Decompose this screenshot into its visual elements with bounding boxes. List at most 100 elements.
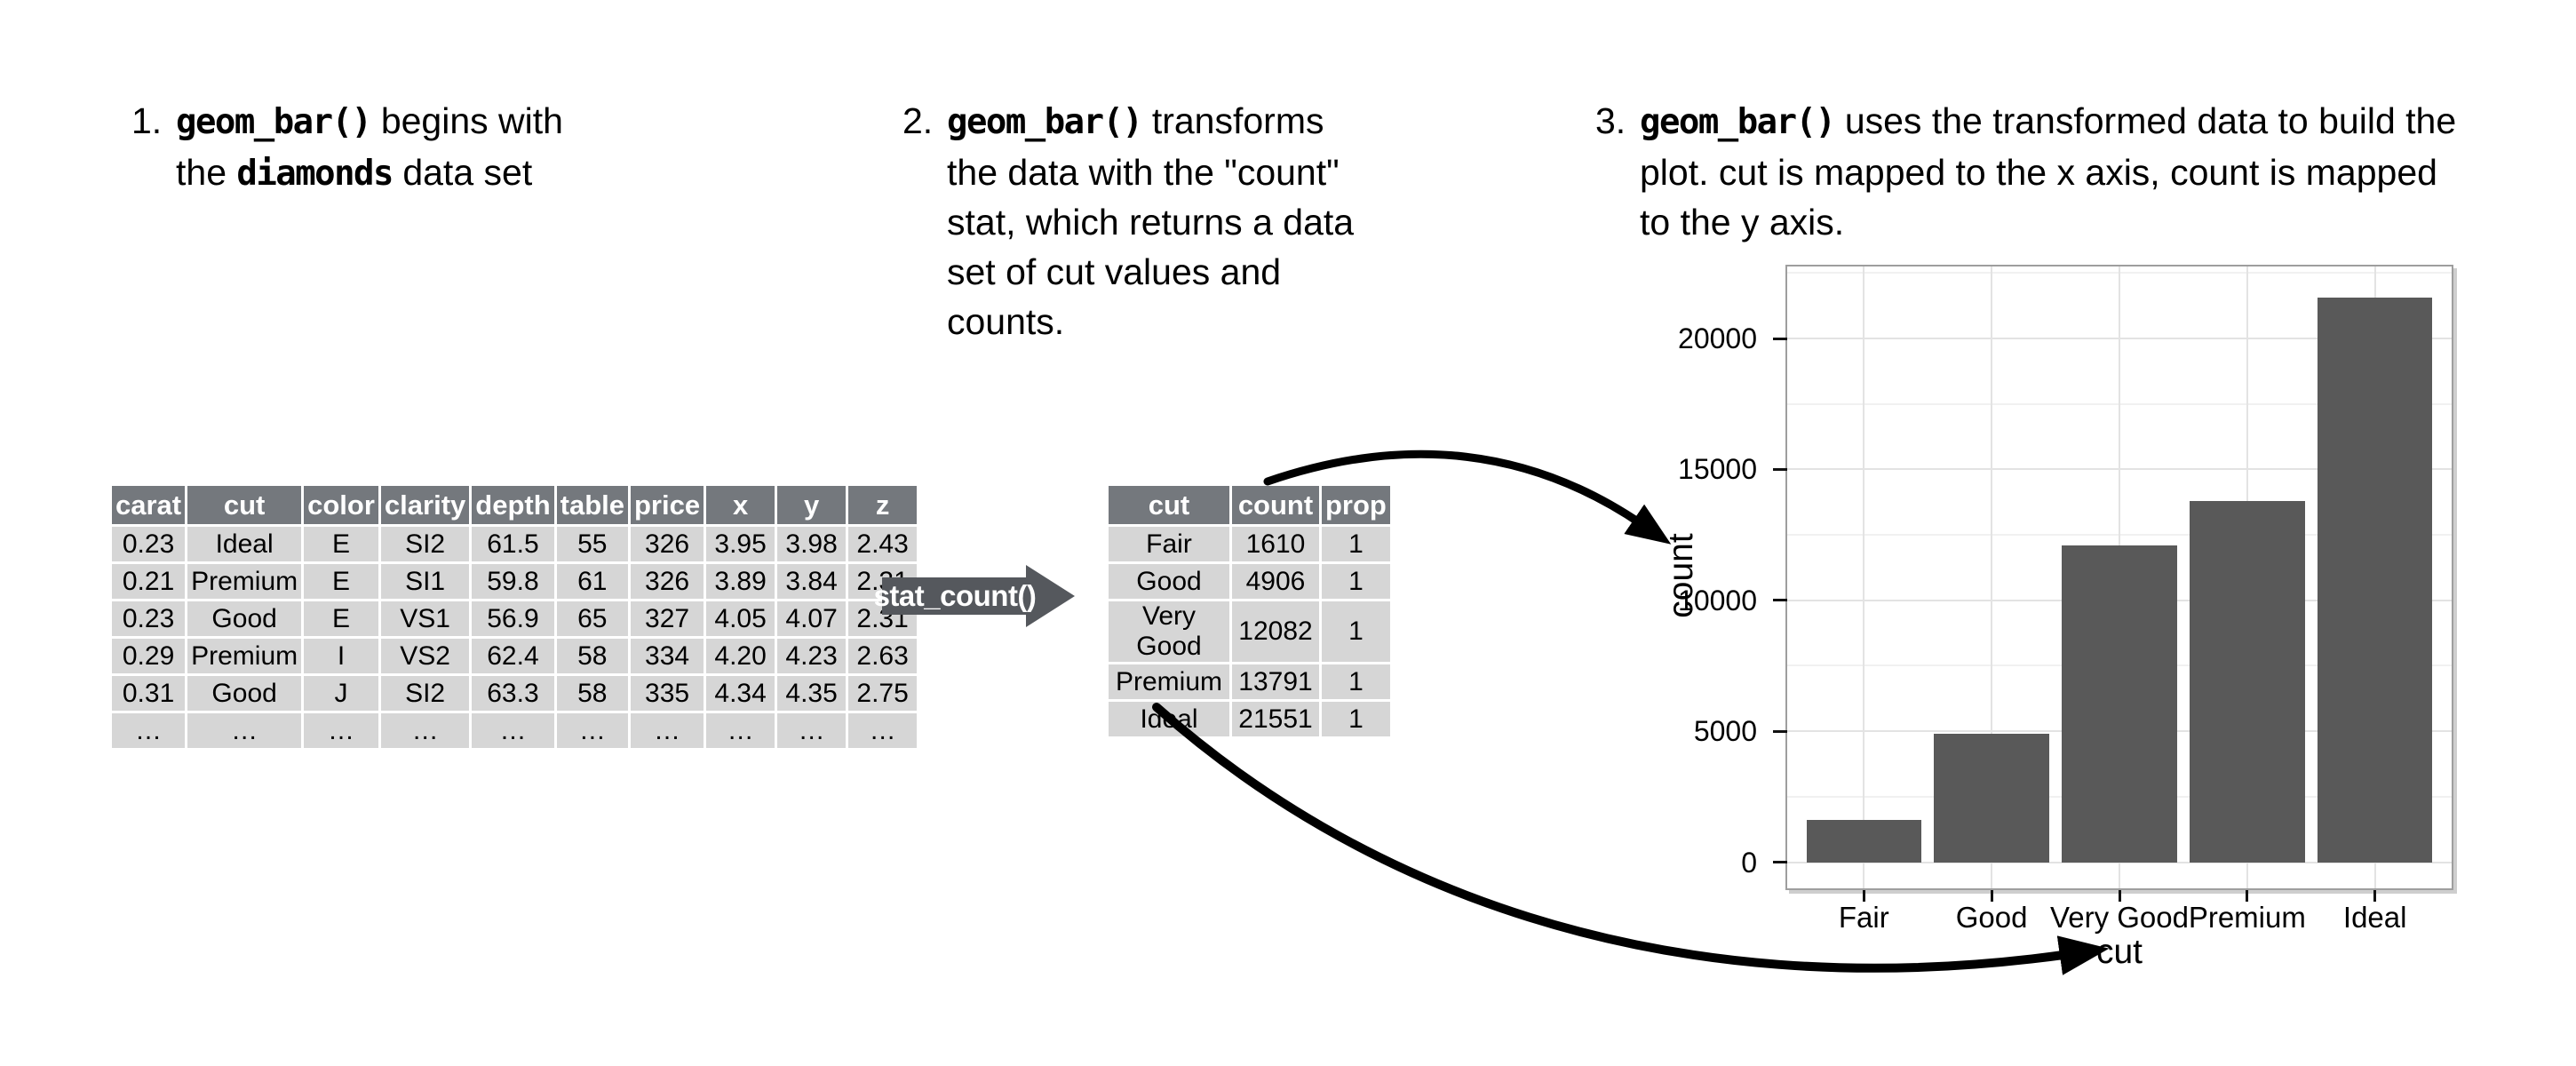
table-cell: 1 (1322, 564, 1390, 599)
text-token: transforms (1141, 100, 1324, 141)
column-header: clarity (380, 486, 470, 524)
gridline-major-x (1863, 266, 1865, 888)
y-tick-label: 10000 (1678, 584, 1757, 617)
x-tick-label: Ideal (2342, 901, 2407, 934)
table-cell: 62.4 (472, 639, 554, 673)
table-cell: Fair (1109, 527, 1229, 561)
step-line: geom_bar() transforms (947, 96, 1354, 147)
table-cell: … (777, 713, 847, 748)
table-cell: … (631, 713, 704, 748)
text-token: data set (392, 152, 533, 193)
table-cell: Good (187, 676, 302, 711)
bar-very-good (2062, 545, 2177, 863)
table-cell: Good (187, 601, 302, 636)
table-cell: Very Good (1109, 601, 1229, 662)
column-header: carat (112, 486, 186, 524)
step-line: the diamonds data set (176, 147, 563, 199)
table-cell: 1 (1322, 601, 1390, 662)
text-token: to the y axis. (1640, 202, 1845, 243)
table-cell: 59.8 (472, 564, 554, 599)
table-cell: 58 (556, 639, 628, 673)
table-cell: Premium (1109, 664, 1229, 699)
column-header: cut (187, 486, 302, 524)
table-cell: Ideal (187, 527, 302, 561)
table-cell: 4.07 (777, 601, 847, 636)
table-cell: 1 (1322, 527, 1390, 561)
step-line: geom_bar() begins with (176, 96, 563, 147)
text-token: uses the transformed data to build the (1834, 100, 2457, 141)
table-cell: VS1 (380, 601, 470, 636)
step-line: plot. cut is mapped to the x axis, count… (1640, 147, 2456, 197)
text-token: begins with (370, 100, 563, 141)
table-cell: 3.95 (706, 527, 775, 561)
table-cell: SI2 (380, 676, 470, 711)
y-tick-label: 20000 (1678, 322, 1757, 355)
table-cell: 65 (556, 601, 628, 636)
bar-good (1934, 733, 2049, 863)
y-tick-label: 5000 (1693, 715, 1757, 748)
table-cell: SI2 (380, 527, 470, 561)
table-cell: 4.34 (706, 676, 775, 711)
table-cell: 2.75 (848, 676, 918, 711)
table-cell: Good (1109, 564, 1229, 599)
table-cell: … (848, 713, 918, 748)
x-axis-title: cut (2095, 933, 2143, 971)
code-token: geom_bar() (1640, 102, 1836, 142)
table-cell: 61.5 (472, 527, 554, 561)
gridline-major-x (1991, 266, 1993, 888)
column-header: z (848, 486, 918, 524)
x-tick-label: Premium (2188, 901, 2306, 934)
step-body: geom_bar() uses the transformed data to … (1640, 96, 2456, 247)
table-cell: 55 (556, 527, 628, 561)
table-cell: 13791 (1232, 664, 1319, 699)
step-number: 3. (1595, 100, 1626, 141)
table-cell: 12082 (1232, 601, 1319, 662)
y-tick-mark (1773, 729, 1787, 733)
table-cell: E (304, 564, 378, 599)
table-cell: 0.29 (112, 639, 186, 673)
x-tick-mark (2373, 890, 2377, 902)
table-cell: 4906 (1232, 564, 1319, 599)
column-header: x (706, 486, 775, 524)
table-cell: Premium (187, 639, 302, 673)
table-cell: 2.43 (848, 527, 918, 561)
code-token: geom_bar() (176, 102, 372, 142)
table-cell: 326 (631, 527, 704, 561)
table-cell: J (304, 676, 378, 711)
text-token: stat, which returns a data (947, 202, 1355, 243)
step-line: geom_bar() uses the transformed data to … (1640, 96, 2456, 147)
column-header: color (304, 486, 378, 524)
bar-ideal (2317, 298, 2433, 863)
table-cell: Premium (187, 564, 302, 599)
step-line: counts. (947, 297, 1354, 346)
text-token: plot. cut is mapped to the x axis, count… (1640, 152, 2437, 193)
step-line: to the y axis. (1640, 197, 2456, 247)
table-cell: I (304, 639, 378, 673)
step-number: 1. (131, 100, 163, 141)
y-axis-title: count (1662, 533, 1700, 618)
column-header: y (777, 486, 847, 524)
bar-fair (1806, 820, 1922, 863)
table-cell: 3.89 (706, 564, 775, 599)
step-line: stat, which returns a data (947, 197, 1354, 247)
table-cell: 0.23 (112, 527, 186, 561)
y-tick-label: 0 (1741, 846, 1757, 879)
table-cell: 1 (1322, 664, 1390, 699)
table-cell: 0.31 (112, 676, 186, 711)
text-token: set of cut values and (947, 251, 1282, 292)
